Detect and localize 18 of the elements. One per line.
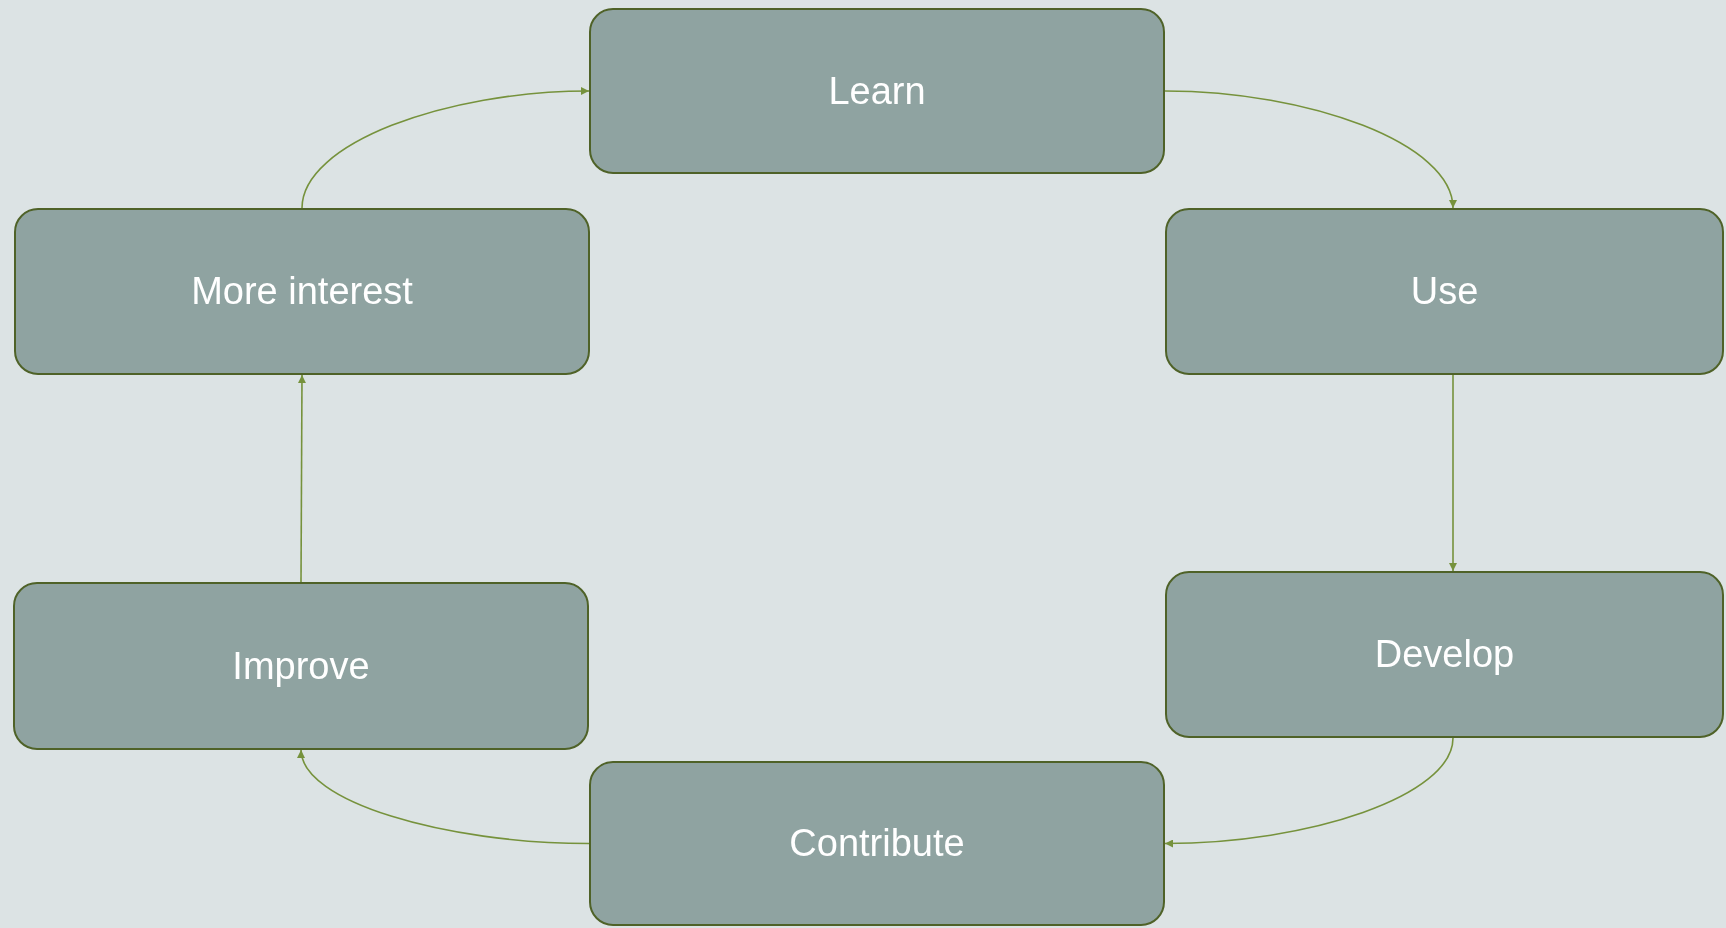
box-label: Contribute [789,822,965,865]
arrow [1164,737,1454,848]
box-label: Develop [1374,633,1515,676]
arrow [301,87,590,209]
box-label: Improve [232,644,370,688]
box-label: Learn [828,69,926,113]
process-box [13,582,589,750]
process-box [589,8,1165,174]
arrow [1449,374,1457,572]
process-box [14,208,590,375]
arrow [297,374,306,583]
process-box [589,761,1165,926]
arrow [1164,90,1456,209]
arrow [298,749,590,845]
box-label: More interest [191,270,413,313]
process-box [1165,208,1724,375]
process-box [1165,571,1724,738]
box-label: Use [1410,270,1479,313]
